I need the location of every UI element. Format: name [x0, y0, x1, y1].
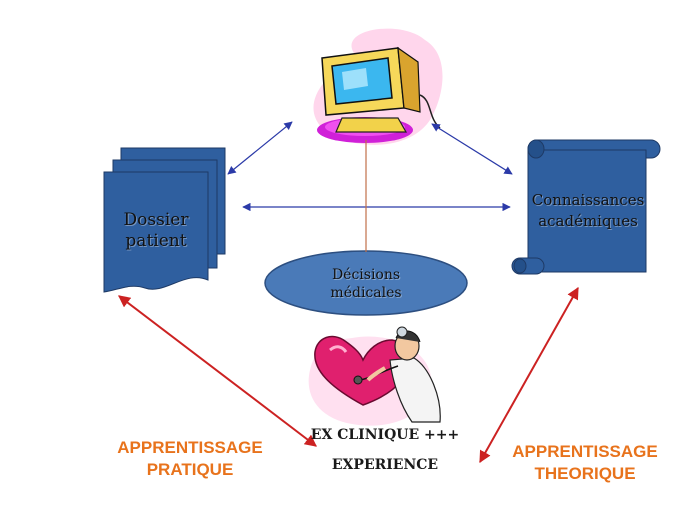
- connaissances-label-line1: Connaissances: [531, 191, 645, 209]
- arrow-computer-connaissances: [431, 123, 513, 175]
- apprentissage-pratique-line1: APPRENTISSAGE: [117, 438, 263, 457]
- dossier-label-line2: patient: [125, 231, 187, 251]
- dossier-label-line1: Dossier: [123, 210, 189, 230]
- apprentissage-theorique-line1: APPRENTISSAGE: [512, 442, 658, 461]
- arrow-computer-dossier: [227, 121, 293, 175]
- experience-label: EXPERIENCE: [331, 457, 439, 473]
- decisions-label-line1: Décisions: [331, 267, 401, 283]
- apprentissage-theorique-label: APPRENTISSAGE THEORIQUE: [485, 441, 685, 485]
- connaissances-node: [511, 139, 661, 275]
- dossier-node: [103, 147, 226, 293]
- arrow-pratique: [118, 295, 317, 447]
- connaissances-label-line2: académiques: [538, 212, 638, 230]
- apprentissage-pratique-label: APPRENTISSAGE PRATIQUE: [92, 437, 288, 481]
- arrow-theorique: [479, 286, 579, 464]
- doctor-heart-icon: [308, 326, 441, 426]
- apprentissage-pratique-line2: PRATIQUE: [146, 460, 234, 479]
- ex-clinique-label: EX CLINIQUE +++: [310, 427, 460, 443]
- computer-icon: [313, 28, 443, 145]
- dossier-label: Dossier patient: [104, 210, 208, 252]
- apprentissage-theorique-line2: THEORIQUE: [534, 464, 636, 483]
- decisions-label: Décisions médicales: [296, 266, 436, 302]
- connaissances-label: Connaissances académiques: [522, 190, 654, 232]
- decisions-label-line2: médicales: [330, 285, 402, 301]
